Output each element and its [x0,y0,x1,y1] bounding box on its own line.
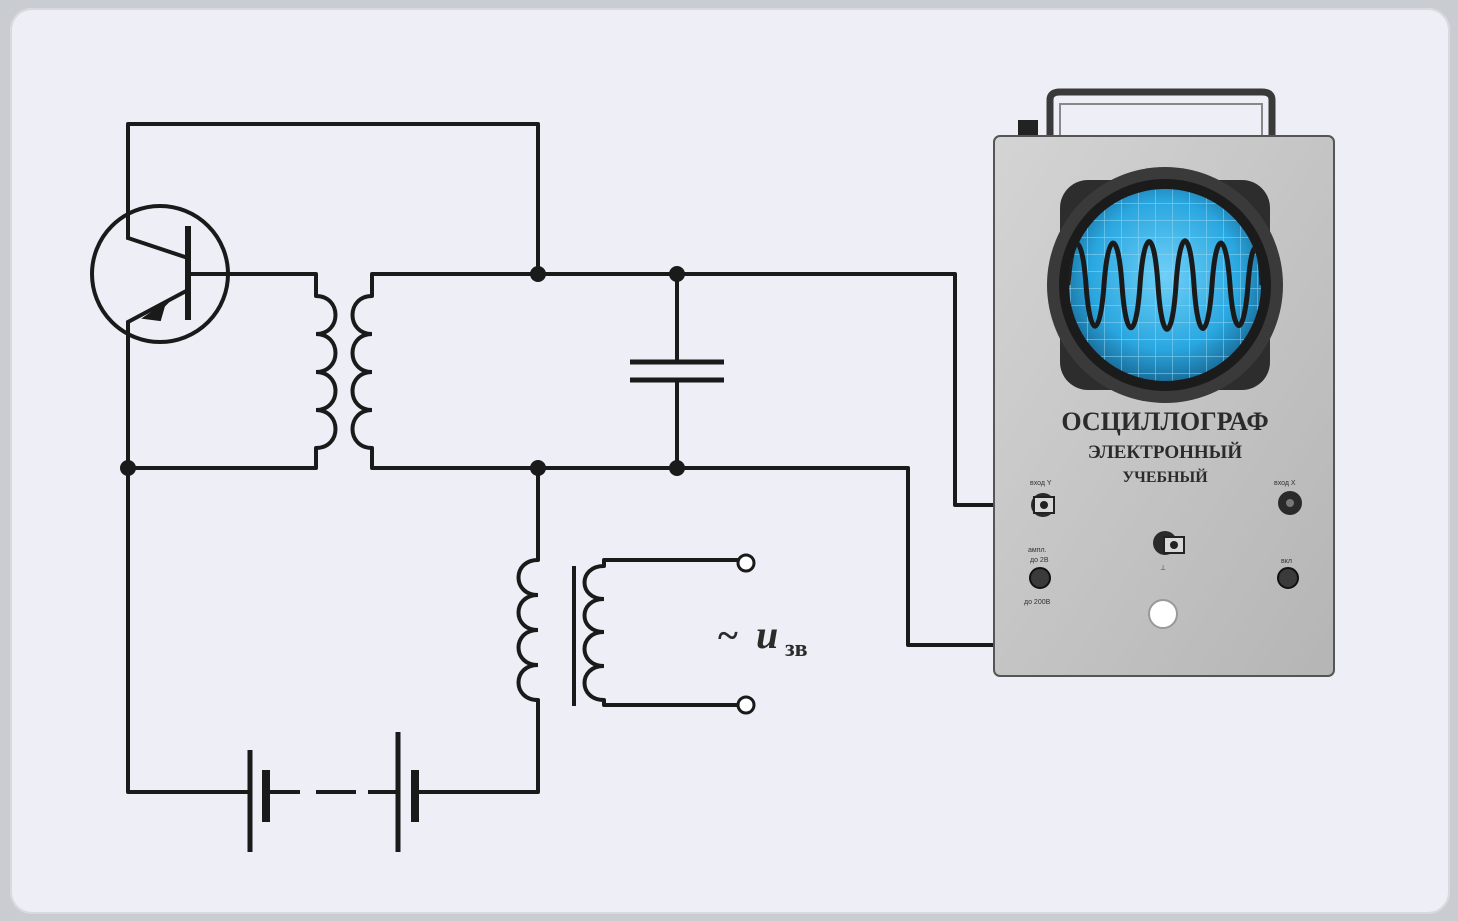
wire-collector-top [126,122,540,276]
source-var: u [756,612,778,657]
wire-coil1-bottom [126,446,318,470]
handle [1046,88,1276,140]
source-sub: зв [785,636,808,662]
amp-switch[interactable] [1029,567,1051,589]
audio-transformer [516,558,605,706]
terminal-top [736,553,756,573]
junction-dot [669,460,685,476]
amp-range-low: до 2В [1030,557,1049,564]
wire-transformer-battery [413,698,540,794]
amp-range-high: до 200В [1024,599,1051,606]
coupling-coils [315,294,373,450]
junction-dot [530,266,546,282]
junction-dot [669,266,685,282]
input-y-label: вход Y [1030,480,1052,487]
junction-dot [120,460,136,476]
osc-title: ОСЦИЛЛОГРАФ [1061,407,1268,436]
power-label: вкл [1281,558,1292,565]
waveform [1069,238,1261,332]
capacitor-symbol [630,359,724,383]
junction-dot [530,460,546,476]
terminals [736,553,756,715]
wire-emitter-down [126,328,252,794]
input-y-jack[interactable] [1031,493,1055,517]
wire-term-top [602,558,742,568]
indicator-lamp [1148,599,1178,629]
oscilloscope: ОСЦИЛЛОГРАФ ЭЛЕКТРОННЫЙ УЧЕБНЫЙ вход Y в… [993,88,1335,677]
input-x-label: вход X [1274,480,1296,487]
junctions [120,266,685,476]
terminal-bottom [736,695,756,715]
wire-base-coil [186,272,318,298]
battery-symbol [247,732,419,852]
ground-label: ⊥ [1160,565,1166,572]
ground-jack[interactable] [1153,531,1185,555]
wire-coil2-top [370,272,1032,507]
transistor-symbol [90,204,230,344]
power-switch[interactable] [1277,567,1299,589]
osc-subtitle: ЭЛЕКТРОННЫЙ [1088,441,1242,463]
source-symbol: ~ [718,615,738,657]
amp-label: ампл. [1028,547,1047,554]
wire-term-bottom [602,698,742,707]
osc-subtitle-2: УЧЕБНЫЙ [1122,467,1208,486]
